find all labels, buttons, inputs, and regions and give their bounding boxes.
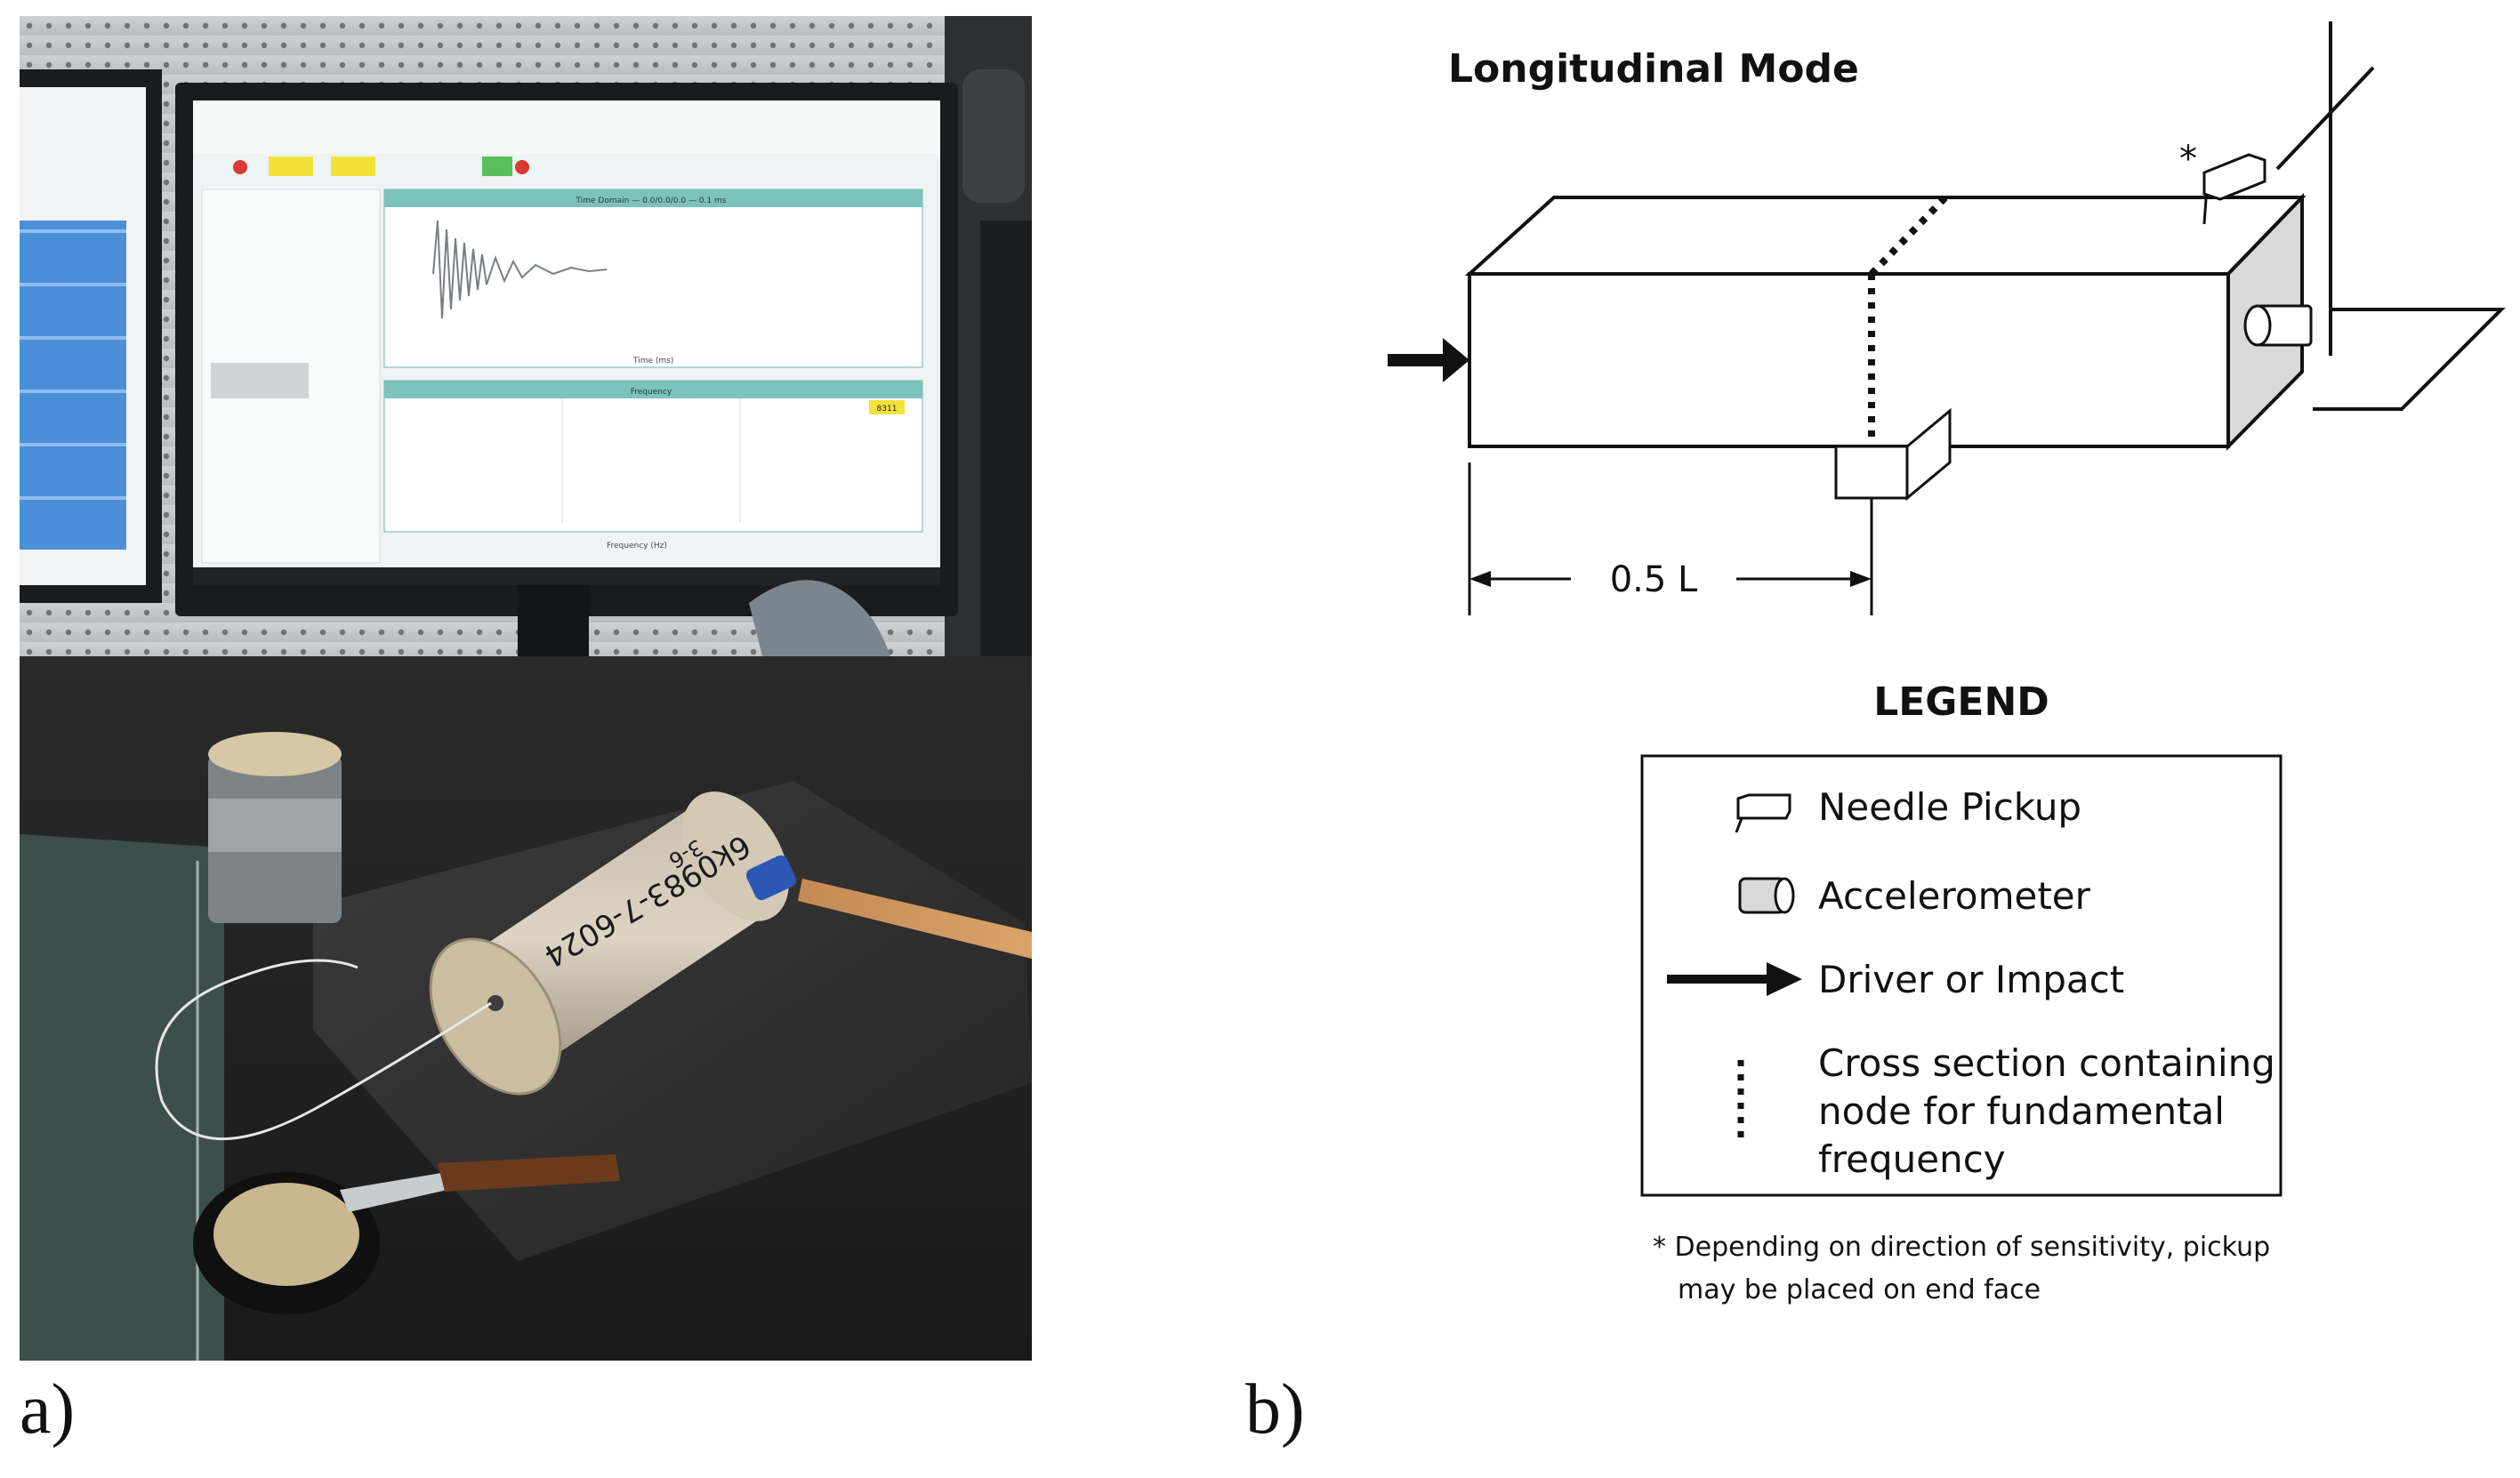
photo-panel: Time Domain — 0.0/0.0/0.0 — 0.1 ms Time … bbox=[20, 16, 1032, 1361]
panel-label-a: a) bbox=[20, 1370, 76, 1449]
accelerometer-icon bbox=[2243, 304, 2313, 347]
legend-label-accelerometer: Accelerometer bbox=[1818, 874, 2091, 918]
screen-freq-plot-title: Frequency bbox=[631, 388, 672, 397]
diagram-title: Longitudinal Mode bbox=[1448, 46, 1859, 92]
needle-pickup-icon bbox=[2202, 153, 2266, 225]
legend-label-driver-impact: Driver or Impact bbox=[1818, 958, 2124, 1001]
footnote-line-1: * Depending on direction of sensitivity,… bbox=[1653, 1232, 2270, 1263]
legend-label-cross-section-3: frequency bbox=[1818, 1137, 2006, 1181]
legend-title: LEGEND bbox=[1873, 679, 2049, 725]
legend-label-needle-pickup: Needle Pickup bbox=[1818, 785, 2081, 829]
coupling-jar bbox=[208, 732, 342, 923]
legend-arrow-icon bbox=[1667, 962, 1802, 996]
dimension-line bbox=[1468, 462, 1873, 615]
sensor-cable bbox=[155, 959, 492, 1141]
main-monitor: Time Domain — 0.0/0.0/0.0 — 0.1 ms Time … bbox=[175, 83, 958, 710]
node-cross-section-line bbox=[1868, 195, 1948, 446]
screen-time-axis-label: Time (ms) bbox=[632, 357, 673, 365]
support-block bbox=[1834, 407, 1952, 502]
cutting-mat bbox=[20, 834, 224, 1361]
pickup-asterisk: * bbox=[2179, 139, 2197, 180]
legend-label-cross-section-2: node for fundamental bbox=[1818, 1089, 2225, 1133]
coupling-dish bbox=[193, 1154, 620, 1314]
screen-peak-badge: 8311 bbox=[877, 405, 898, 414]
footnote-line-2: may be placed on end face bbox=[1678, 1274, 2041, 1305]
legend-needle-pickup-icon bbox=[1735, 793, 1791, 833]
screen-decay-waveform bbox=[432, 220, 608, 319]
support-rod bbox=[2275, 21, 2506, 411]
impact-arrow bbox=[1388, 338, 1469, 382]
longitudinal-mode-diagram: Longitudinal Mode * bbox=[1388, 21, 2506, 1305]
diagram-panel: Longitudinal Mode * bbox=[1388, 0, 2520, 1387]
lab-photo: Time Domain — 0.0/0.0/0.0 — 0.1 ms Time … bbox=[20, 16, 1032, 1361]
accelerometer-on-specimen bbox=[487, 995, 503, 1011]
specimen-box bbox=[1464, 193, 2307, 451]
screen-time-plot-title: Time Domain — 0.0/0.0/0.0 — 0.1 ms bbox=[576, 197, 727, 205]
panel-label-b: b) bbox=[1245, 1370, 1305, 1449]
left-monitor bbox=[20, 69, 162, 603]
legend-label-cross-section-1: Cross section containing bbox=[1818, 1041, 2275, 1085]
dimension-label: 0.5 L bbox=[1610, 559, 1698, 600]
screen-freq-axis-label: Frequency (Hz) bbox=[607, 542, 667, 550]
legend-accelerometer-icon bbox=[1738, 877, 1795, 914]
impact-hammer bbox=[745, 855, 1032, 959]
